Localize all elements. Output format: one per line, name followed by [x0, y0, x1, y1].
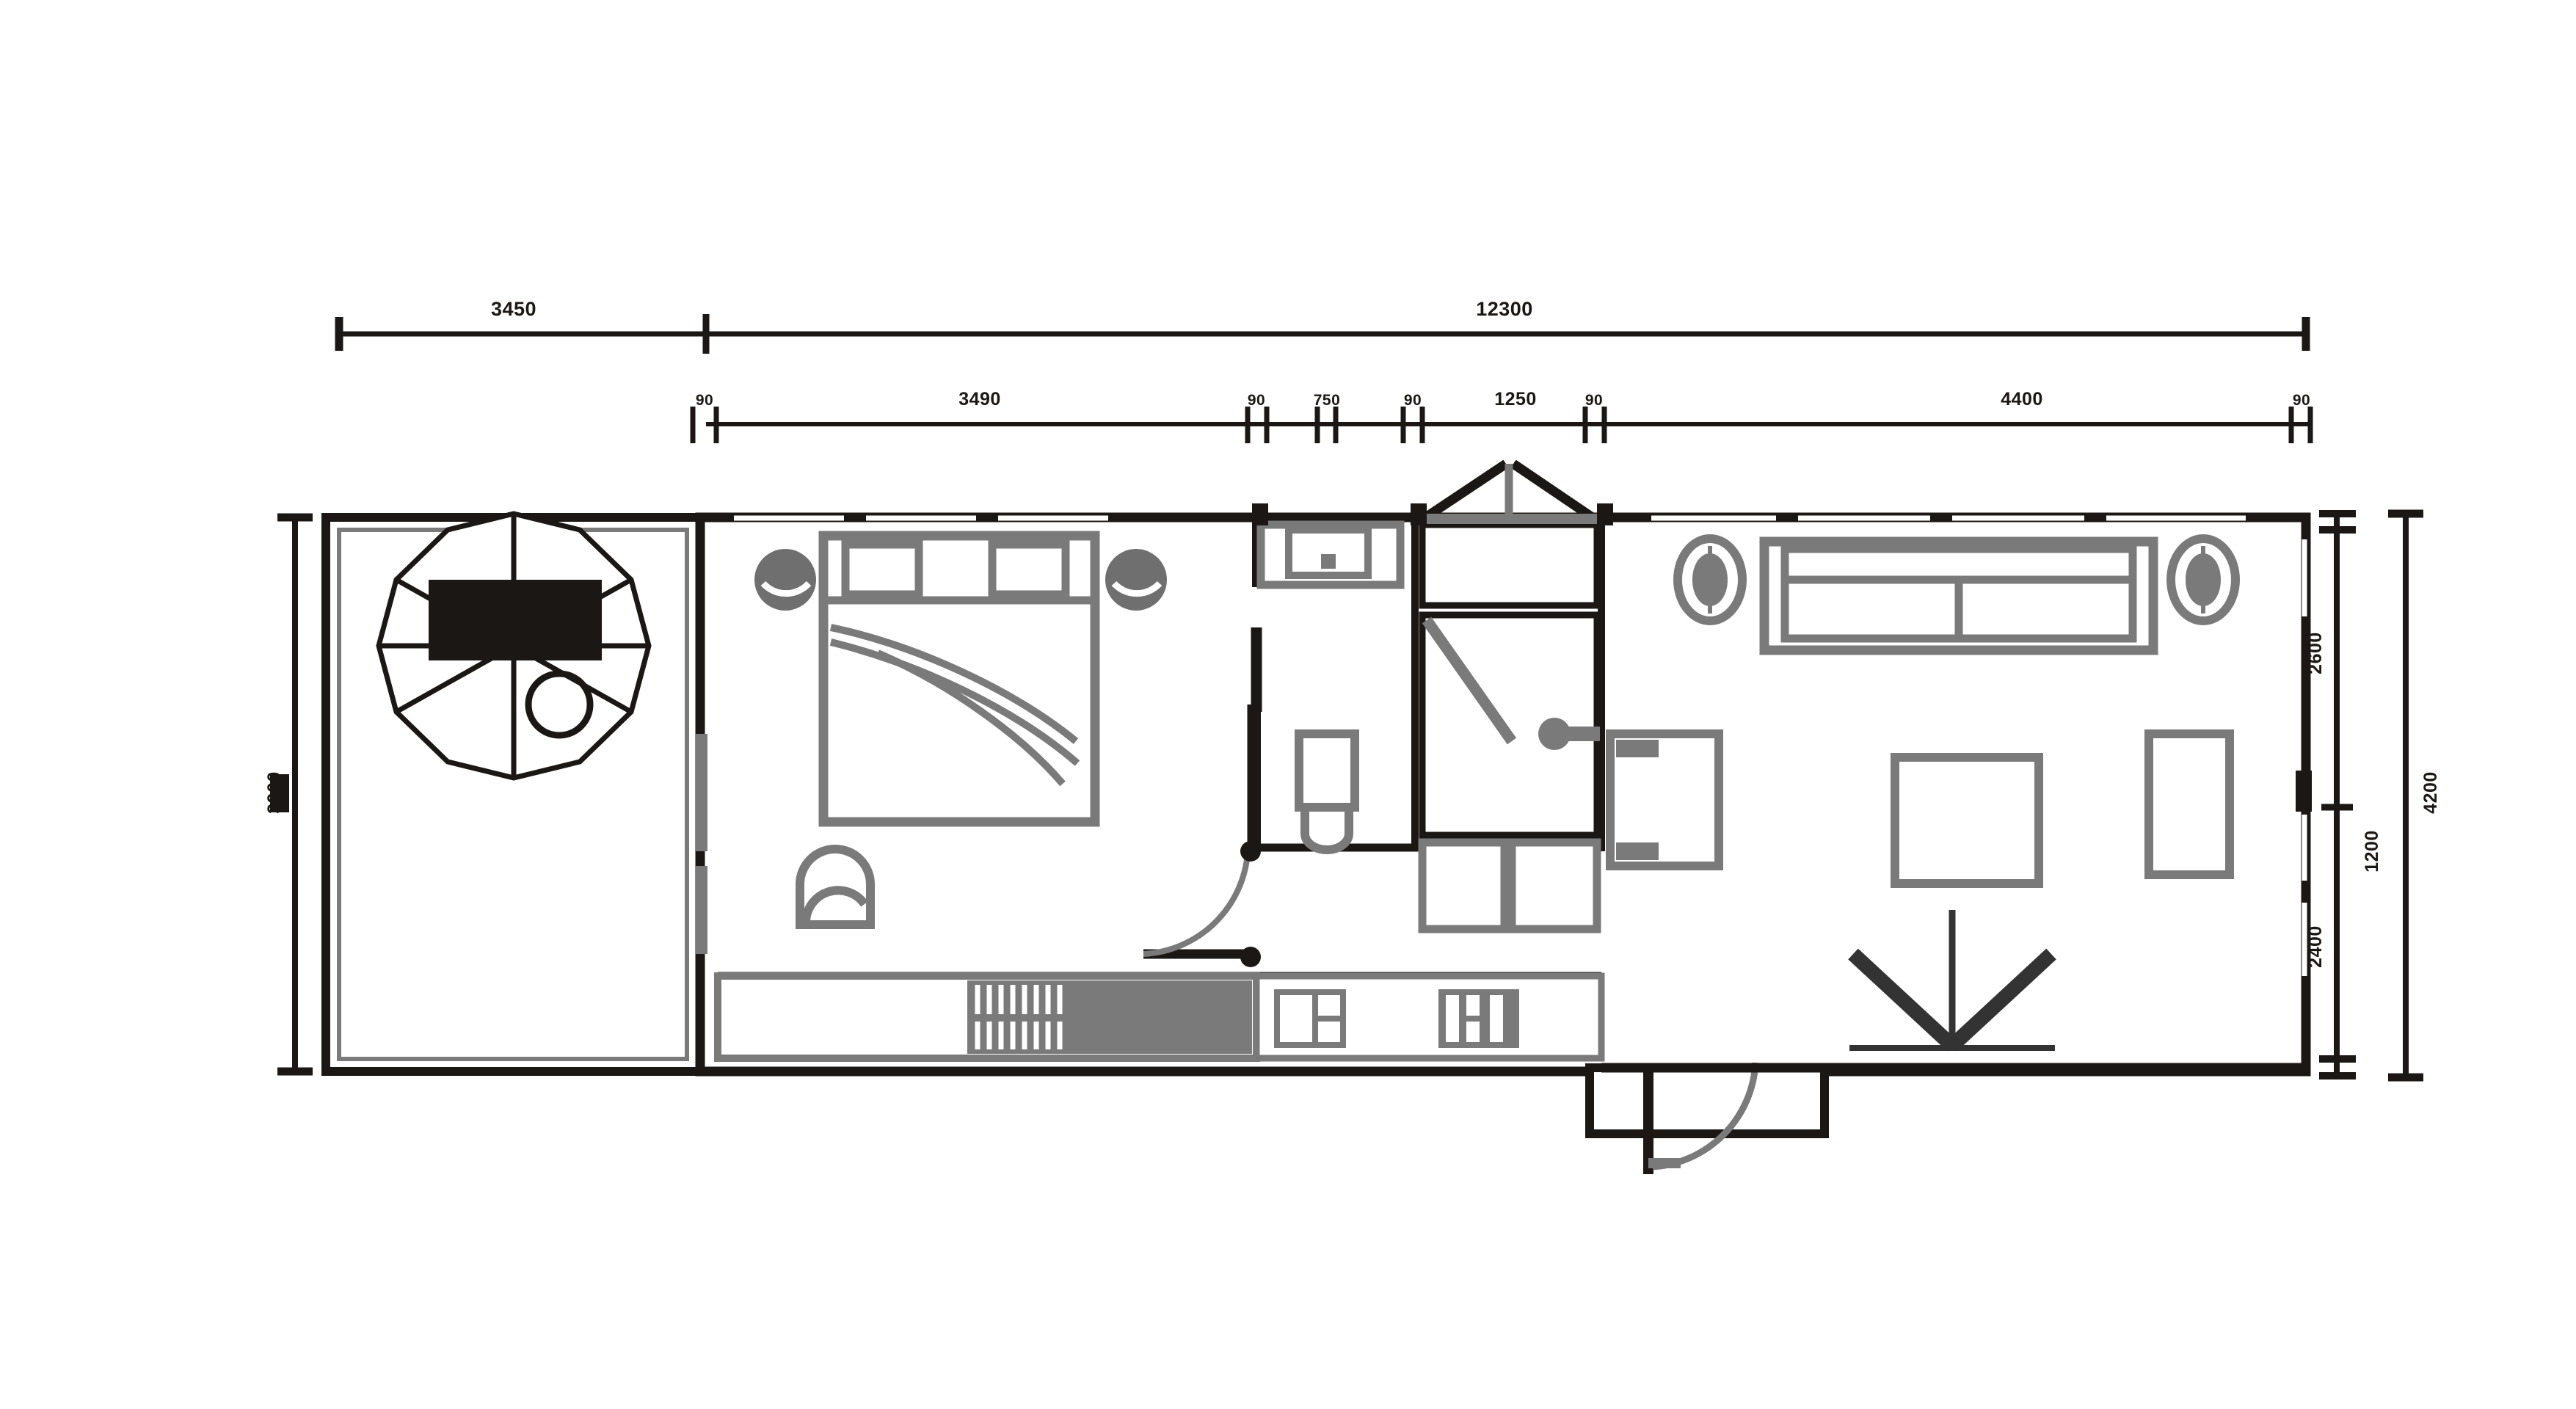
dim-label-90-c: 90 — [1404, 392, 1422, 409]
armchair-right — [2144, 729, 2234, 879]
dimension-left — [277, 513, 313, 1076]
bedside-lamp-right — [1105, 549, 1167, 611]
dimension-row-top — [335, 314, 2310, 354]
washing-machine — [1418, 838, 1509, 933]
french-door-threshold — [1418, 514, 1601, 524]
deck-post — [270, 774, 289, 812]
corner-posts — [1252, 503, 1613, 525]
dim-label-3490: 3490 — [958, 389, 1001, 409]
entry-door — [1648, 1062, 1759, 1170]
bedroom-armchair — [796, 845, 875, 929]
wardrobe-hanging-zone — [967, 980, 1252, 1054]
vanity-basin — [1256, 520, 1405, 589]
dim-label-right-1200: 1200 — [2362, 830, 2382, 873]
bedside-lamp-left — [754, 549, 816, 611]
dim-label-right-4200: 4200 — [2420, 771, 2441, 814]
french-doors — [1415, 459, 1603, 527]
dim-label-90-a: 90 — [696, 392, 713, 409]
dim-label-12300: 12300 — [1476, 298, 1533, 320]
coffee-table — [1891, 753, 2043, 888]
dim-label-90-e: 90 — [2293, 392, 2310, 409]
entry-porch — [1585, 1063, 1829, 1174]
dim-label-90-d: 90 — [1585, 392, 1603, 409]
bedroom-sliding-door — [696, 734, 707, 954]
patio-table — [429, 580, 602, 660]
pillow-right — [988, 540, 1070, 599]
toilet — [1295, 729, 1359, 854]
sofa — [1759, 536, 2158, 655]
dimension-right-inner — [2319, 510, 2356, 1079]
bedroom-door — [1143, 841, 1261, 967]
side-table-lamp-right — [2166, 534, 2240, 625]
lamp-shade-left — [760, 580, 812, 597]
armchair-left — [1606, 729, 1723, 870]
bed-duvet-fold — [829, 624, 1080, 787]
wardrobe-hanger-rail — [975, 985, 1063, 1049]
laundry-door-swing — [1422, 616, 1517, 745]
ceiling-fan — [1848, 910, 2056, 1052]
pillow-left — [841, 540, 923, 599]
dimension-right-outer — [2388, 509, 2423, 1082]
laundry-tap — [1538, 718, 1600, 750]
shower-tray — [1419, 521, 1601, 609]
patio-chair — [525, 670, 594, 739]
dim-label-90-b: 90 — [1248, 392, 1265, 409]
side-table-lamp-left — [1673, 534, 1747, 625]
dim-label-750: 750 — [1314, 392, 1341, 409]
dim-label-1250: 1250 — [1494, 389, 1537, 409]
dim-label-3450: 3450 — [491, 298, 536, 320]
right-wall-post — [2296, 771, 2312, 812]
dryer — [1507, 838, 1601, 933]
dim-label-4400: 4400 — [2001, 389, 2043, 409]
dimension-row-second — [690, 407, 2313, 443]
kitchen-sink — [1274, 989, 1346, 1048]
lamp-shade-right — [1111, 580, 1163, 597]
cooktop — [1438, 989, 1519, 1048]
